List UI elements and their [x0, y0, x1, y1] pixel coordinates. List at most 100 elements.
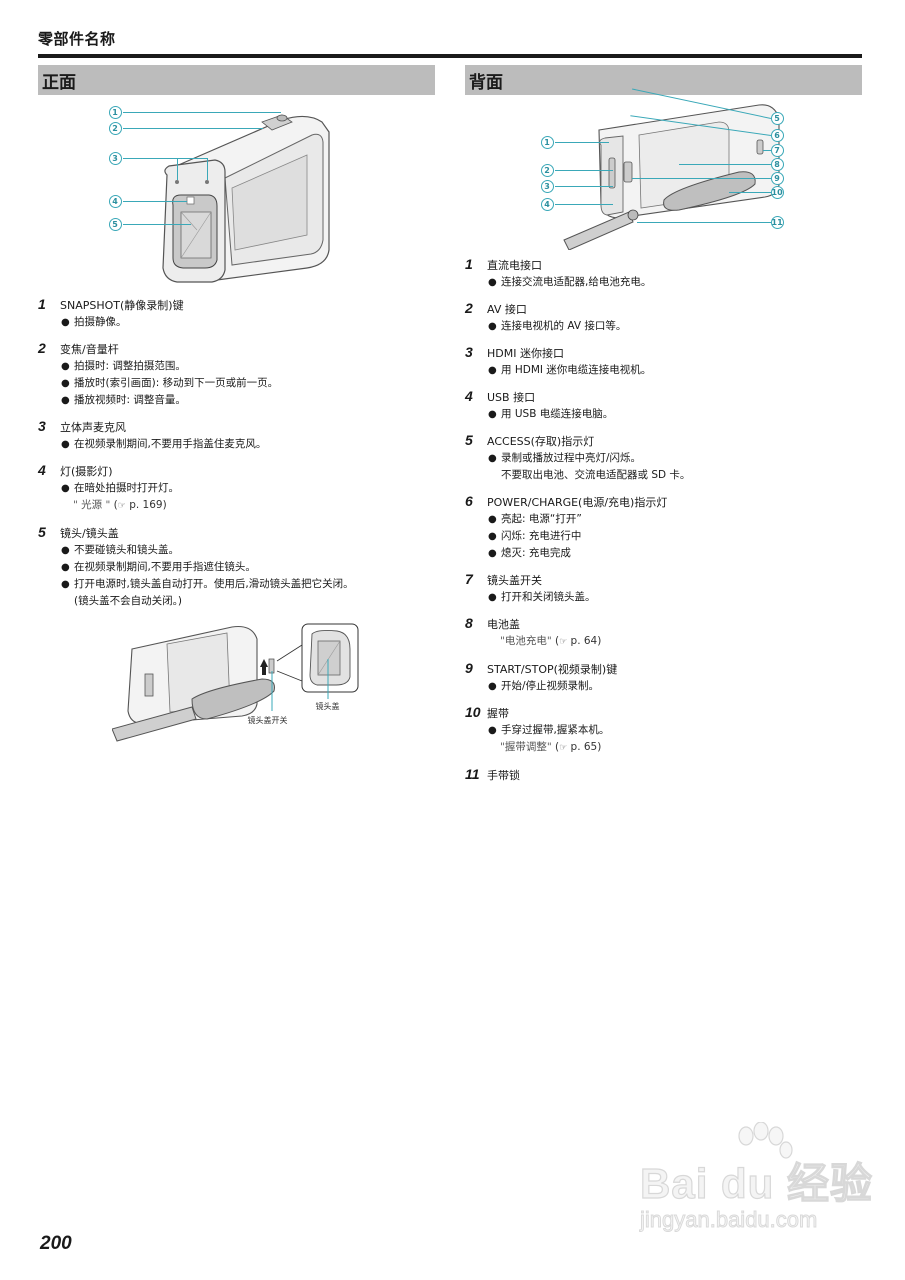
- front-leader-2: [122, 128, 263, 130]
- baidu-watermark: Bai du 经验 jingyan.baidu.com: [639, 1122, 880, 1260]
- item-number: 1: [38, 296, 46, 312]
- bullet-icon: ●: [61, 317, 70, 328]
- back-leader-2: [554, 170, 613, 172]
- bullet-text: 在视频录制期间,不要用手指遮住镜头。: [74, 561, 256, 573]
- back-callout-10: 10: [770, 186, 784, 199]
- bullet-text: 播放视频时: 调整音量。: [74, 394, 186, 406]
- bullet-icon: ●: [61, 579, 70, 590]
- header-rule: [38, 54, 862, 58]
- bullet-icon: ●: [488, 321, 497, 332]
- reference-pointer-icon: ☞: [559, 743, 568, 753]
- item-number: 2: [38, 340, 46, 356]
- item-title: 手带锁: [487, 769, 520, 782]
- item-number: 6: [465, 493, 473, 509]
- bullet-icon: ●: [61, 395, 70, 406]
- back-leader-9: [631, 178, 771, 180]
- bullet-text: 打开和关闭镜头盖。: [501, 591, 596, 603]
- item-number: 3: [465, 344, 473, 360]
- back-section: 背面 1 2 3 4 5 6 7 8 9 10 11: [465, 65, 862, 793]
- page-reference-link[interactable]: "电池充电" (☞ p. 64): [500, 635, 602, 647]
- page-reference-link[interactable]: " 光源 " (☞ p. 169): [73, 499, 167, 511]
- back-callout-6: 6: [770, 129, 784, 142]
- lens-cover-label: 镜头盖: [315, 702, 340, 711]
- back-callout-11: 11: [770, 216, 784, 229]
- camcorder-back-illustration: [562, 104, 780, 251]
- bullet-icon: ●: [61, 562, 70, 573]
- item-number: 3: [38, 418, 46, 434]
- item-title: ACCESS(存取)指示灯: [487, 435, 595, 448]
- item-title: AV 接口: [487, 303, 527, 316]
- front-callout-1: 1: [108, 106, 122, 119]
- bullet-text: 连接交流电适配器,给电池充电。: [501, 276, 652, 288]
- item-number: 7: [465, 571, 473, 587]
- item-number: 8: [465, 615, 473, 631]
- front-camera-figure: 1 2 3 4 5: [107, 100, 367, 290]
- bullet-icon: ●: [488, 409, 497, 420]
- bullet-icon: ●: [61, 483, 70, 494]
- bullet-icon: ●: [488, 365, 497, 376]
- front-callout-5: 5: [108, 218, 122, 231]
- back-callout-9: 9: [770, 172, 784, 185]
- bullet-text: 录制或播放过程中亮灯/闪烁。 不要取出电池、交流电适配器或 SD 卡。: [501, 452, 691, 481]
- bullet-icon: ●: [488, 548, 497, 559]
- front-callout-3: 3: [108, 152, 122, 165]
- back-leader-3: [554, 186, 613, 188]
- lens-cover-figure: 镜头盖开关 镜头盖: [110, 619, 362, 744]
- lens-cover-switch-label: 镜头盖开关: [247, 716, 288, 725]
- back-callout-3: 3: [540, 180, 554, 193]
- bullet-icon: ●: [488, 725, 497, 736]
- bullet-text: 在暗处拍摄时打开灯。: [74, 482, 179, 494]
- item-number: 10: [465, 704, 481, 720]
- paw-print-icon: [738, 1122, 793, 1159]
- item-title: SNAPSHOT(静像录制)键: [60, 299, 184, 312]
- bullet-text: 拍摄静像。: [74, 316, 127, 328]
- back-leader-11: [636, 222, 771, 224]
- bullet-text: 开始/停止视频录制。: [501, 680, 600, 692]
- back-camera-figure: 1 2 3 4 5 6 7 8 9 10 11: [529, 88, 799, 251]
- back-callout-7: 7: [770, 144, 784, 157]
- bullet-icon: ●: [488, 592, 497, 603]
- item-title: START/STOP(视频录制)键: [487, 663, 618, 676]
- bullet-text: 用 HDMI 迷你电缆连接电视机。: [501, 364, 652, 376]
- bullet-text: 拍摄时: 调整拍摄范围。: [74, 360, 186, 372]
- bullet-icon: ●: [488, 681, 497, 692]
- back-callout-8: 8: [770, 158, 784, 171]
- bullet-text: 在视频录制期间,不要用手指盖住麦克风。: [74, 438, 267, 450]
- item-title: USB 接口: [487, 391, 536, 404]
- back-leader-8: [678, 164, 771, 166]
- item-number: 5: [38, 524, 46, 540]
- back-leader-4: [554, 204, 613, 206]
- front-item-4: 4 灯(摄影灯) ● 在暗处拍摄时打开灯。 " 光源 " (☞ p. 169): [38, 462, 435, 515]
- bullet-text: 亮起: 电源“打开”: [501, 513, 582, 525]
- back-leader-1: [554, 142, 609, 144]
- front-leader-1: [122, 112, 281, 114]
- page-reference-link[interactable]: "握带调整" (☞ p. 65): [500, 741, 602, 753]
- item-title: 灯(摄影灯): [60, 465, 113, 478]
- front-section-title: 正面: [42, 72, 76, 93]
- back-section-bar: 背面: [465, 65, 862, 95]
- item-title: POWER/CHARGE(电源/充电)指示灯: [487, 496, 668, 509]
- camcorder-front-illustration: [161, 114, 330, 283]
- watermark-brand: Bai du 经验: [639, 1159, 874, 1207]
- front-leader-3a: [176, 158, 178, 180]
- back-leader-10: [728, 192, 771, 194]
- bullet-text: 播放时(索引画面): 移动到下一页或前一页。: [74, 377, 279, 389]
- page-header: 零部件名称: [38, 28, 862, 58]
- reference-pointer-icon: ☞: [559, 637, 568, 647]
- item-number: 2: [465, 300, 473, 316]
- front-callout-2: 2: [108, 122, 122, 135]
- item-number: 4: [38, 462, 46, 478]
- front-item-1: 1 SNAPSHOT(静像录制)键 ● 拍摄静像。: [38, 296, 435, 331]
- item-title: 立体声麦克风: [60, 421, 126, 434]
- front-leader-3: [122, 158, 207, 160]
